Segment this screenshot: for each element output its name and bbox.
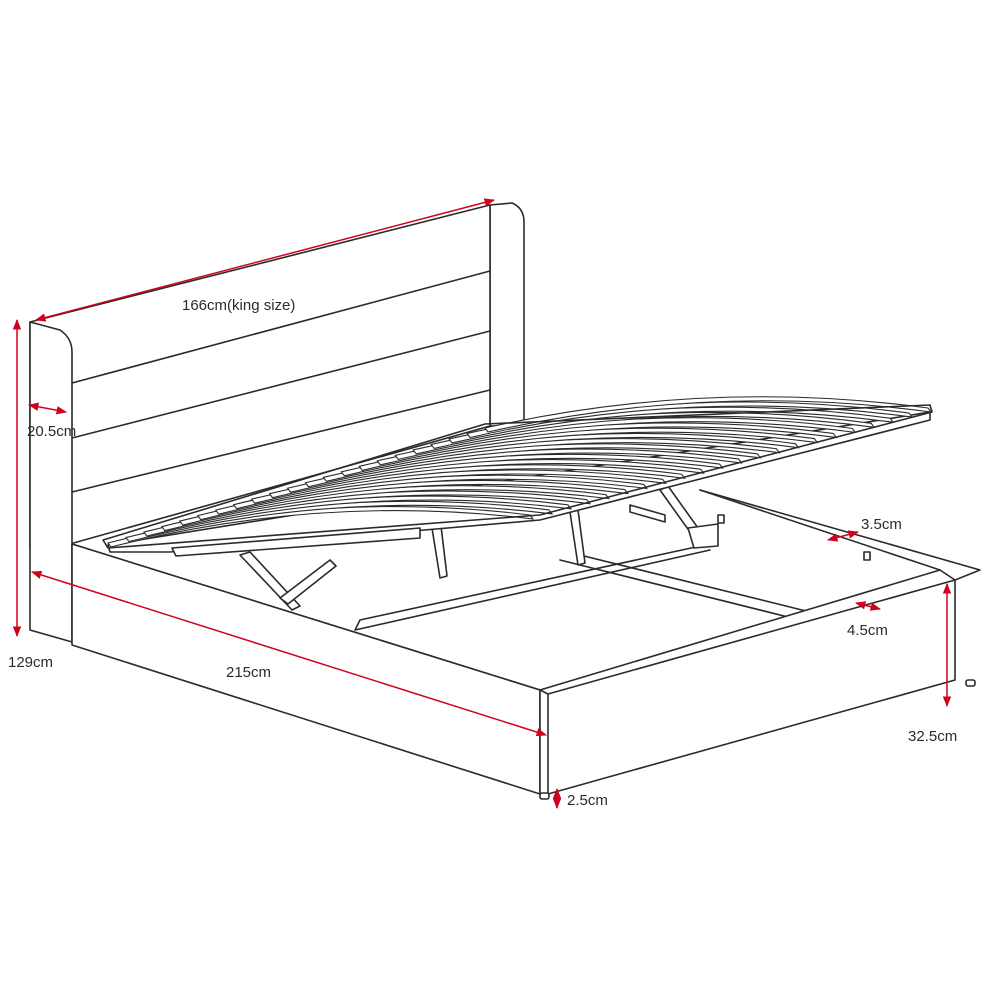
headboard-groove-2 (71, 330, 491, 439)
slat-frame-top-edge (102, 404, 933, 549)
label-foot-height: 2.5cm (567, 792, 608, 809)
lift-leg-1 (431, 525, 448, 579)
slat-frame-side-rail (171, 527, 421, 557)
rail-bracket-2 (863, 551, 871, 561)
label-base-height: 32.5cm (908, 728, 957, 745)
hinge-arm (629, 504, 666, 523)
gas-strut-right (659, 485, 699, 533)
headboard-groove-3 (71, 389, 491, 493)
dimension-lines (12, 198, 952, 810)
dim-line-length (30, 570, 548, 737)
dim-line-headboard-thickness (27, 402, 68, 415)
label-inner-gap: 4.5cm (847, 622, 888, 639)
label-headboard-thickness: 20.5cm (27, 423, 76, 440)
storage-floor-divider-2 (559, 554, 811, 621)
dim-line-inner-gap (854, 601, 882, 611)
label-total-height: 129cm (8, 654, 53, 671)
slat-platform (102, 396, 933, 557)
headboard-left-wing (29, 321, 73, 643)
storage-floor-divider (354, 544, 711, 631)
dim-line-side-rail (826, 530, 860, 542)
hinge-plate (687, 523, 719, 549)
base-rim-inner (699, 489, 941, 571)
gas-strut-left-piston (279, 559, 337, 605)
foot-front (539, 792, 550, 800)
rail-bracket-1 (717, 514, 725, 524)
dimension-labels: 166cm(king size) 20.5cm 129cm 215cm 3.5c… (8, 297, 957, 809)
headboard-right-wing (489, 202, 525, 427)
label-length: 215cm (226, 664, 271, 681)
label-side-rail: 3.5cm (861, 516, 902, 533)
base-right-rail (539, 569, 956, 795)
label-headboard-width: 166cm(king size) (182, 297, 295, 314)
lift-leg-2 (569, 509, 586, 566)
foot-right (965, 679, 976, 687)
dim-line-headboard-width (34, 198, 496, 322)
